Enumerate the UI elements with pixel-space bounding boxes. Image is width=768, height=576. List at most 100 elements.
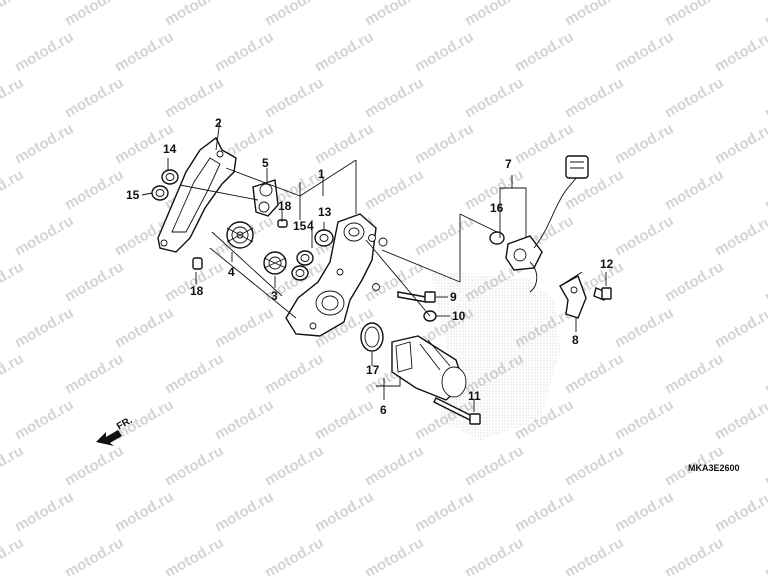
watermark-text-40: motod.ru	[412, 120, 477, 167]
watermark-text-20: motod.ru	[212, 28, 277, 75]
watermark-text-60: motod.ru	[612, 212, 677, 259]
watermark-text-63: motod.ru	[0, 258, 27, 305]
watermark-text-112: motod.ru	[412, 488, 477, 535]
bearing-part-15-right[interactable]	[291, 265, 309, 281]
watermark-text-103: motod.ru	[362, 442, 427, 489]
watermark-text-119: motod.ru	[162, 534, 227, 576]
bearing-part-15-left[interactable]	[151, 185, 169, 201]
watermark-text-124: motod.ru	[662, 534, 727, 576]
watermark-text-16: motod.ru	[662, 0, 727, 29]
callout-11: 11	[468, 389, 481, 403]
watermark-text-115: motod.ru	[712, 488, 768, 535]
watermark-text-30: motod.ru	[262, 74, 327, 121]
callout-4: 4	[228, 265, 235, 279]
callout-1: 1	[318, 167, 325, 181]
watermark-text-99: motod.ru	[0, 442, 27, 489]
gear-part-4[interactable]	[226, 221, 254, 249]
watermark-text-17: motod.ru	[762, 0, 768, 29]
dowel-pin-upper[interactable]	[277, 219, 288, 228]
watermark-text-11: motod.ru	[162, 0, 227, 29]
callout-4: 4	[307, 219, 314, 233]
gear-part-3[interactable]	[263, 251, 287, 275]
watermark-text-43: motod.ru	[712, 120, 768, 167]
housing-cover-part-1[interactable]	[285, 213, 380, 337]
watermark-text-28: motod.ru	[62, 74, 127, 121]
watermark-text-74: motod.ru	[212, 304, 277, 351]
watermark-text-49: motod.ru	[362, 166, 427, 213]
watermark-text-111: motod.ru	[312, 488, 377, 535]
o-ring-part-16[interactable]	[489, 231, 505, 245]
watermark-text-71: motod.ru	[762, 258, 768, 305]
watermark-text-73: motod.ru	[112, 304, 177, 351]
watermark-text-24: motod.ru	[612, 28, 677, 75]
watermark-text-72: motod.ru	[12, 304, 77, 351]
watermark-text-10: motod.ru	[62, 0, 127, 29]
watermark-text-52: motod.ru	[662, 166, 727, 213]
watermark-text-61: motod.ru	[712, 212, 768, 259]
watermark-text-15: motod.ru	[562, 0, 627, 29]
watermark-text-105: motod.ru	[562, 442, 627, 489]
watermark-text-110: motod.ru	[212, 488, 277, 535]
bolt-part-11[interactable]	[433, 397, 481, 425]
watermark-text-104: motod.ru	[462, 442, 527, 489]
watermark-text-102: motod.ru	[262, 442, 327, 489]
callout-6: 6	[380, 403, 387, 417]
gasket-part[interactable]	[157, 136, 237, 253]
shading-area	[430, 270, 560, 440]
watermark-text-12: motod.ru	[262, 0, 327, 29]
callout-labels: 2 14 15 5 1 18 13 15 4 4 3 18 7 16 12 9 …	[126, 116, 614, 417]
watermark-text-54: motod.ru	[12, 212, 77, 259]
watermark-text-109: motod.ru	[112, 488, 177, 535]
watermark-text-122: motod.ru	[462, 534, 527, 576]
watermark-text-101: motod.ru	[162, 442, 227, 489]
watermark-text-81: motod.ru	[0, 350, 27, 397]
callout-17: 17	[366, 363, 380, 377]
watermark-text-121: motod.ru	[362, 534, 427, 576]
dowel-pin-lower[interactable]	[192, 257, 203, 270]
watermark-text-92: motod.ru	[212, 396, 277, 443]
watermark-text-29: motod.ru	[162, 74, 227, 121]
watermark-text-87: motod.ru	[562, 350, 627, 397]
o-ring-small[interactable]	[378, 237, 388, 247]
watermark-text-114: motod.ru	[612, 488, 677, 535]
bracket-part-8[interactable]	[559, 274, 587, 319]
watermark-text-70: motod.ru	[662, 258, 727, 305]
drawing-code: MKA3E2600	[688, 463, 740, 473]
watermark-text-120: motod.ru	[262, 534, 327, 576]
watermark-text-25: motod.ru	[712, 28, 768, 75]
bearing-part-14[interactable]	[161, 169, 179, 185]
watermark-text-19: motod.ru	[112, 28, 177, 75]
watermark-text-45: motod.ru	[0, 166, 27, 213]
sensor-part-7[interactable]	[505, 155, 589, 293]
bolt-part-9[interactable]	[397, 291, 436, 303]
bolt-part-12[interactable]	[593, 287, 612, 301]
bearing-part-13[interactable]	[314, 229, 334, 247]
watermark-text-31: motod.ru	[362, 74, 427, 121]
watermark-text-21: motod.ru	[312, 28, 377, 75]
watermark-text-79: motod.ru	[712, 304, 768, 351]
watermark-text-78: motod.ru	[612, 304, 677, 351]
watermark-text-34: motod.ru	[662, 74, 727, 121]
callout-2: 2	[215, 116, 222, 130]
callout-12: 12	[600, 257, 614, 271]
watermark-text-108: motod.ru	[12, 488, 77, 535]
callout-15: 15	[293, 219, 307, 233]
watermark-text-89: motod.ru	[762, 350, 768, 397]
watermark-text-100: motod.ru	[62, 442, 127, 489]
watermark-text-117: motod.ru	[0, 534, 27, 576]
bearing-part-14-right[interactable]	[296, 250, 314, 266]
watermark-text-35: motod.ru	[762, 74, 768, 121]
watermark-text-33: motod.ru	[562, 74, 627, 121]
shaft-part-5[interactable]	[252, 179, 279, 217]
watermark-text-107: motod.ru	[762, 442, 768, 489]
watermark-text-123: motod.ru	[562, 534, 627, 576]
watermark-text-125: motod.ru	[762, 534, 768, 576]
watermark-text-58: motod.ru	[412, 212, 477, 259]
motor-part-6[interactable]	[391, 335, 467, 401]
o-ring-part-17[interactable]	[360, 322, 384, 352]
watermark-text-23: motod.ru	[512, 28, 577, 75]
watermark-text-13: motod.ru	[362, 0, 427, 29]
leader-lines	[141, 119, 607, 412]
watermark-text-9: motod.ru	[0, 0, 27, 29]
